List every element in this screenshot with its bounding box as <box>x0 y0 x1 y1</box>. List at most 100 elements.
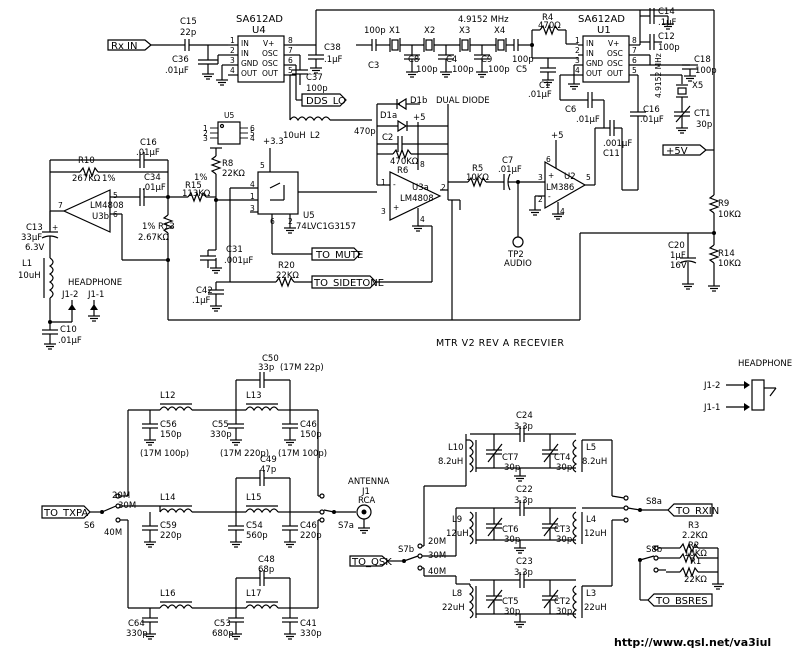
svg-text:C8: C8 <box>408 55 419 65</box>
svg-text:(17M 100p): (17M 100p) <box>278 449 327 459</box>
svg-text:C3: C3 <box>368 61 379 71</box>
svg-text:L13: L13 <box>246 391 262 401</box>
svg-text:C54: C54 <box>246 521 263 531</box>
svg-text:100p: 100p <box>488 65 510 75</box>
svg-text:10KΩ: 10KΩ <box>718 210 741 220</box>
svg-text:2.2KΩ: 2.2KΩ <box>682 531 708 541</box>
svg-text:R1: R1 <box>690 557 701 567</box>
svg-text:GND: GND <box>586 59 603 68</box>
svg-text:C12: C12 <box>658 32 675 42</box>
bpf-40m: L8 22uH C23 3.3p CT5 30p CT2 30p L3 22uH <box>442 520 613 628</box>
svg-text:.01µF: .01µF <box>136 148 160 158</box>
c2-capacitor: 470p C2 +5 <box>354 113 448 170</box>
svg-text:OSC: OSC <box>607 49 623 58</box>
c10-capacitor: C10 .01µF <box>42 322 82 350</box>
svg-text:12uH: 12uH <box>446 529 469 539</box>
svg-text:(17M 22p): (17M 22p) <box>280 363 324 373</box>
r9-resistor: R9 10KΩ <box>708 194 741 233</box>
svg-text:C36: C36 <box>172 55 189 65</box>
svg-text:.01µF: .01µF <box>58 336 82 346</box>
c36-capacitor: C36 .01µF <box>165 45 218 80</box>
svg-text:470Ω: 470Ω <box>538 21 561 31</box>
svg-text:C10: C10 <box>60 325 77 335</box>
lpf-40m: L16 L17 C48 68p C64 330p C53 680p C41 33… <box>126 520 322 640</box>
svg-text:.01µF: .01µF <box>576 115 600 125</box>
svg-text:30p: 30p <box>504 607 520 617</box>
svg-text:33p: 33p <box>258 363 274 373</box>
svg-text:6: 6 <box>250 124 255 133</box>
svg-text:X2: X2 <box>424 26 435 36</box>
svg-text:220p: 220p <box>300 531 322 541</box>
tp2-test-point: TP2 AUDIO <box>504 182 532 269</box>
headphone-jack-right: HEADPHONE J1-2 J1-1 <box>703 359 792 413</box>
svg-text:X4: X4 <box>494 26 505 36</box>
svg-text:TO_BSRES: TO_BSRES <box>655 596 708 607</box>
svg-text:2: 2 <box>230 46 235 55</box>
c16a-capacitor: C16 .01µF <box>49 138 169 197</box>
svg-text:20M: 20M <box>428 537 446 547</box>
svg-text:5: 5 <box>250 129 255 138</box>
s8a-rx-switch: S8a TO_RXIN <box>611 495 719 523</box>
svg-text:CT7: CT7 <box>502 453 519 463</box>
svg-text:6: 6 <box>546 155 551 164</box>
source-url: http://www.qsl.net/va3iul <box>614 636 771 649</box>
svg-text:-: - <box>393 180 396 189</box>
ct1-trimmer: CT1 30p <box>674 105 712 134</box>
svg-text:S8a: S8a <box>646 497 662 507</box>
r1-resistor: R1 22KΩ <box>666 548 725 590</box>
svg-text:6.3V: 6.3V <box>25 243 45 253</box>
svg-text:4: 4 <box>230 66 235 75</box>
l2-inductor: 10uH L2 <box>283 74 372 141</box>
svg-text:(17M 220p): (17M 220p) <box>220 449 269 459</box>
svg-text:C24: C24 <box>516 411 533 421</box>
svg-text:100p: 100p <box>452 65 474 75</box>
svg-text:L15: L15 <box>246 493 262 503</box>
svg-text:C14: C14 <box>658 7 675 17</box>
svg-text:S8b: S8b <box>646 545 662 555</box>
svg-text:8: 8 <box>632 36 637 45</box>
c12-capacitor: C12 100p <box>640 32 680 53</box>
svg-text:2.67KΩ: 2.67KΩ <box>138 233 169 243</box>
svg-text:SA612AD: SA612AD <box>578 14 625 25</box>
svg-text:C5: C5 <box>516 65 527 75</box>
svg-text:C31: C31 <box>226 245 243 255</box>
svg-text:5: 5 <box>288 66 293 75</box>
svg-text:470KΩ: 470KΩ <box>390 157 419 167</box>
svg-text:L12: L12 <box>160 391 176 401</box>
c15-capacitor: C15 22p <box>170 17 228 51</box>
svg-text:.001µF: .001µF <box>603 139 632 149</box>
svg-text:U1: U1 <box>597 25 611 36</box>
r3-resistor: R3 2.2KΩ <box>666 521 718 554</box>
svg-text:100p: 100p <box>306 84 328 94</box>
svg-text:100p: 100p <box>416 65 438 75</box>
svg-text:.1µF: .1µF <box>658 18 677 28</box>
svg-text:ANTENNA: ANTENNA <box>348 477 389 487</box>
svg-text:C56: C56 <box>160 420 177 430</box>
svg-text:.1µF: .1µF <box>324 55 343 65</box>
svg-text:5: 5 <box>586 173 591 182</box>
svg-text:4.9152 MHz: 4.9152 MHz <box>458 15 509 25</box>
svg-text:DDS_LO: DDS_LO <box>306 96 346 107</box>
svg-text:74LVC1G3157: 74LVC1G3157 <box>296 222 356 232</box>
svg-text:C50: C50 <box>262 354 279 364</box>
svg-text:.01µF: .01µF <box>498 165 522 175</box>
dds-lo-net: DDS_LO <box>295 65 347 107</box>
svg-text:D1a: D1a <box>380 111 397 121</box>
svg-text:CT6: CT6 <box>502 525 519 535</box>
svg-text:40M: 40M <box>428 567 446 577</box>
svg-text:OUT: OUT <box>607 69 623 78</box>
c34-capacitor: C34 .01µF <box>139 173 170 206</box>
svg-text:C4: C4 <box>446 55 457 65</box>
svg-text:4: 4 <box>560 207 565 216</box>
svg-text:U5: U5 <box>224 111 234 120</box>
svg-text:L1: L1 <box>22 259 32 269</box>
r6-resistor: 470KΩ R6 <box>377 148 448 176</box>
r15-resistor: 1% R15 113KΩ <box>168 173 218 203</box>
svg-text:+5: +5 <box>413 113 426 123</box>
svg-text:S7a: S7a <box>338 521 354 531</box>
svg-text:U5: U5 <box>303 211 315 221</box>
svg-text:C53: C53 <box>214 619 231 629</box>
svg-text:C38: C38 <box>324 43 341 53</box>
svg-text:U4: U4 <box>252 25 266 36</box>
svg-text:R3: R3 <box>688 521 699 531</box>
